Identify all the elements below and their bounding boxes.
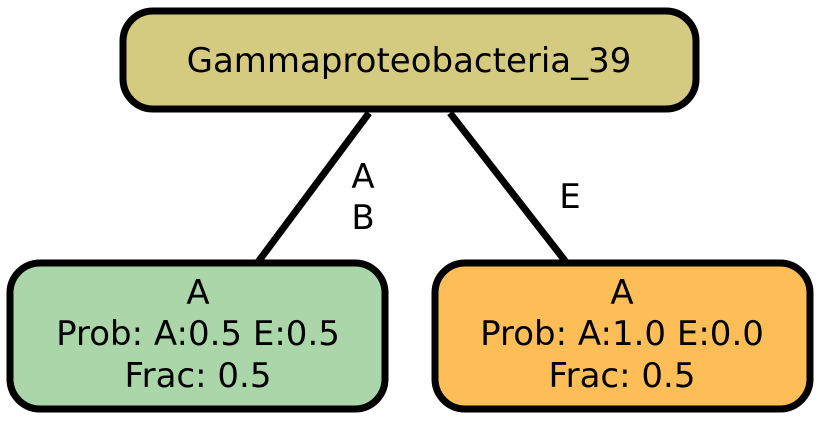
child-node-left: A Prob: A:0.5 E:0.5 Frac: 0.5	[6, 259, 389, 413]
child-node-left-prob: Prob: A:0.5 E:0.5	[56, 314, 340, 354]
edge-label-left-line1: A	[351, 157, 374, 197]
child-node-left-box	[6, 259, 389, 413]
child-node-right-frac: Frac: 0.5	[549, 356, 696, 396]
root-node: Gammaproteobacteria_39	[119, 7, 700, 113]
child-node-right-box	[431, 259, 814, 413]
edge-root-to-left	[255, 110, 372, 265]
edge-root-to-right	[447, 110, 569, 265]
child-node-left-frac: Frac: 0.5	[125, 356, 272, 396]
root-node-box	[119, 7, 700, 113]
child-node-right: A Prob: A:1.0 E:0.0 Frac: 0.5	[431, 259, 814, 413]
child-node-right-state: A	[610, 273, 633, 313]
child-node-left-state: A	[186, 273, 209, 313]
root-node-label: Gammaproteobacteria_39	[187, 41, 632, 81]
child-node-right-prob: Prob: A:1.0 E:0.0	[480, 314, 764, 354]
edge-label-right: E	[559, 177, 580, 217]
edge-label-left-line2: B	[351, 198, 374, 238]
